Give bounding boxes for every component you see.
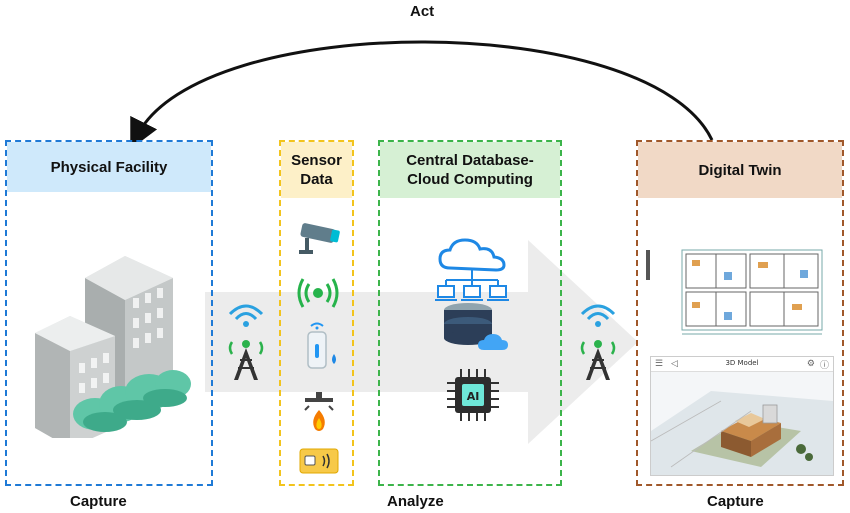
3d-model-title: 3D Model (725, 359, 759, 367)
cloud-network-icon (435, 238, 509, 301)
cctv-camera-icon (299, 223, 340, 254)
fire-sprinkler-icon (304, 392, 334, 431)
sensor-data-title-line2: Data (300, 171, 333, 188)
wireless-signal-icon (297, 278, 339, 308)
floor-plan-image (642, 242, 838, 338)
digital-twin-box: Digital Twin ☰ ◁ 3D Model (636, 140, 844, 486)
cloud-computing-title-line2: Cloud Computing (407, 171, 533, 188)
physical-facility-box: Physical Facility (5, 140, 213, 486)
ai-chip-icon: AI (447, 369, 499, 421)
svg-text:AI: AI (467, 390, 480, 403)
analyze-label: Analyze (387, 493, 444, 510)
database-cloud-icon (444, 303, 508, 350)
settings-icon[interactable]: ⚙ (806, 358, 815, 368)
3d-model-viewer: ☰ ◁ 3D Model ⚙ ⓘ (650, 356, 834, 476)
wifi-tower-icon (228, 304, 264, 380)
back-icon[interactable]: ◁ (671, 358, 678, 368)
sensor-data-title: Sensor Data (281, 142, 352, 198)
capture-right-label: Capture (707, 493, 764, 510)
digital-twin-title: Digital Twin (638, 142, 842, 198)
wifi-tower-icon-right (580, 304, 616, 380)
cloud-computing-title-line1: Central Database- (406, 152, 534, 169)
act-label: Act (410, 3, 435, 20)
3d-model-toolbar: ☰ ◁ 3D Model ⚙ ⓘ (651, 357, 833, 372)
building-icon (35, 256, 191, 438)
cloud-computing-title: Central Database- Cloud Computing (380, 142, 560, 198)
3d-model-image (651, 391, 833, 475)
menu-icon[interactable]: ☰ (655, 358, 664, 368)
smart-card-icon (299, 448, 339, 474)
sensor-data-title-line1: Sensor (291, 152, 342, 169)
capture-left-label: Capture (70, 493, 127, 510)
iot-sensor-icon (307, 322, 336, 369)
info-icon[interactable]: ⓘ (819, 360, 829, 370)
physical-facility-title: Physical Facility (7, 142, 211, 192)
cloud-computing-box: Central Database- Cloud Computing (378, 140, 562, 486)
sensor-data-box: Sensor Data (279, 140, 354, 486)
